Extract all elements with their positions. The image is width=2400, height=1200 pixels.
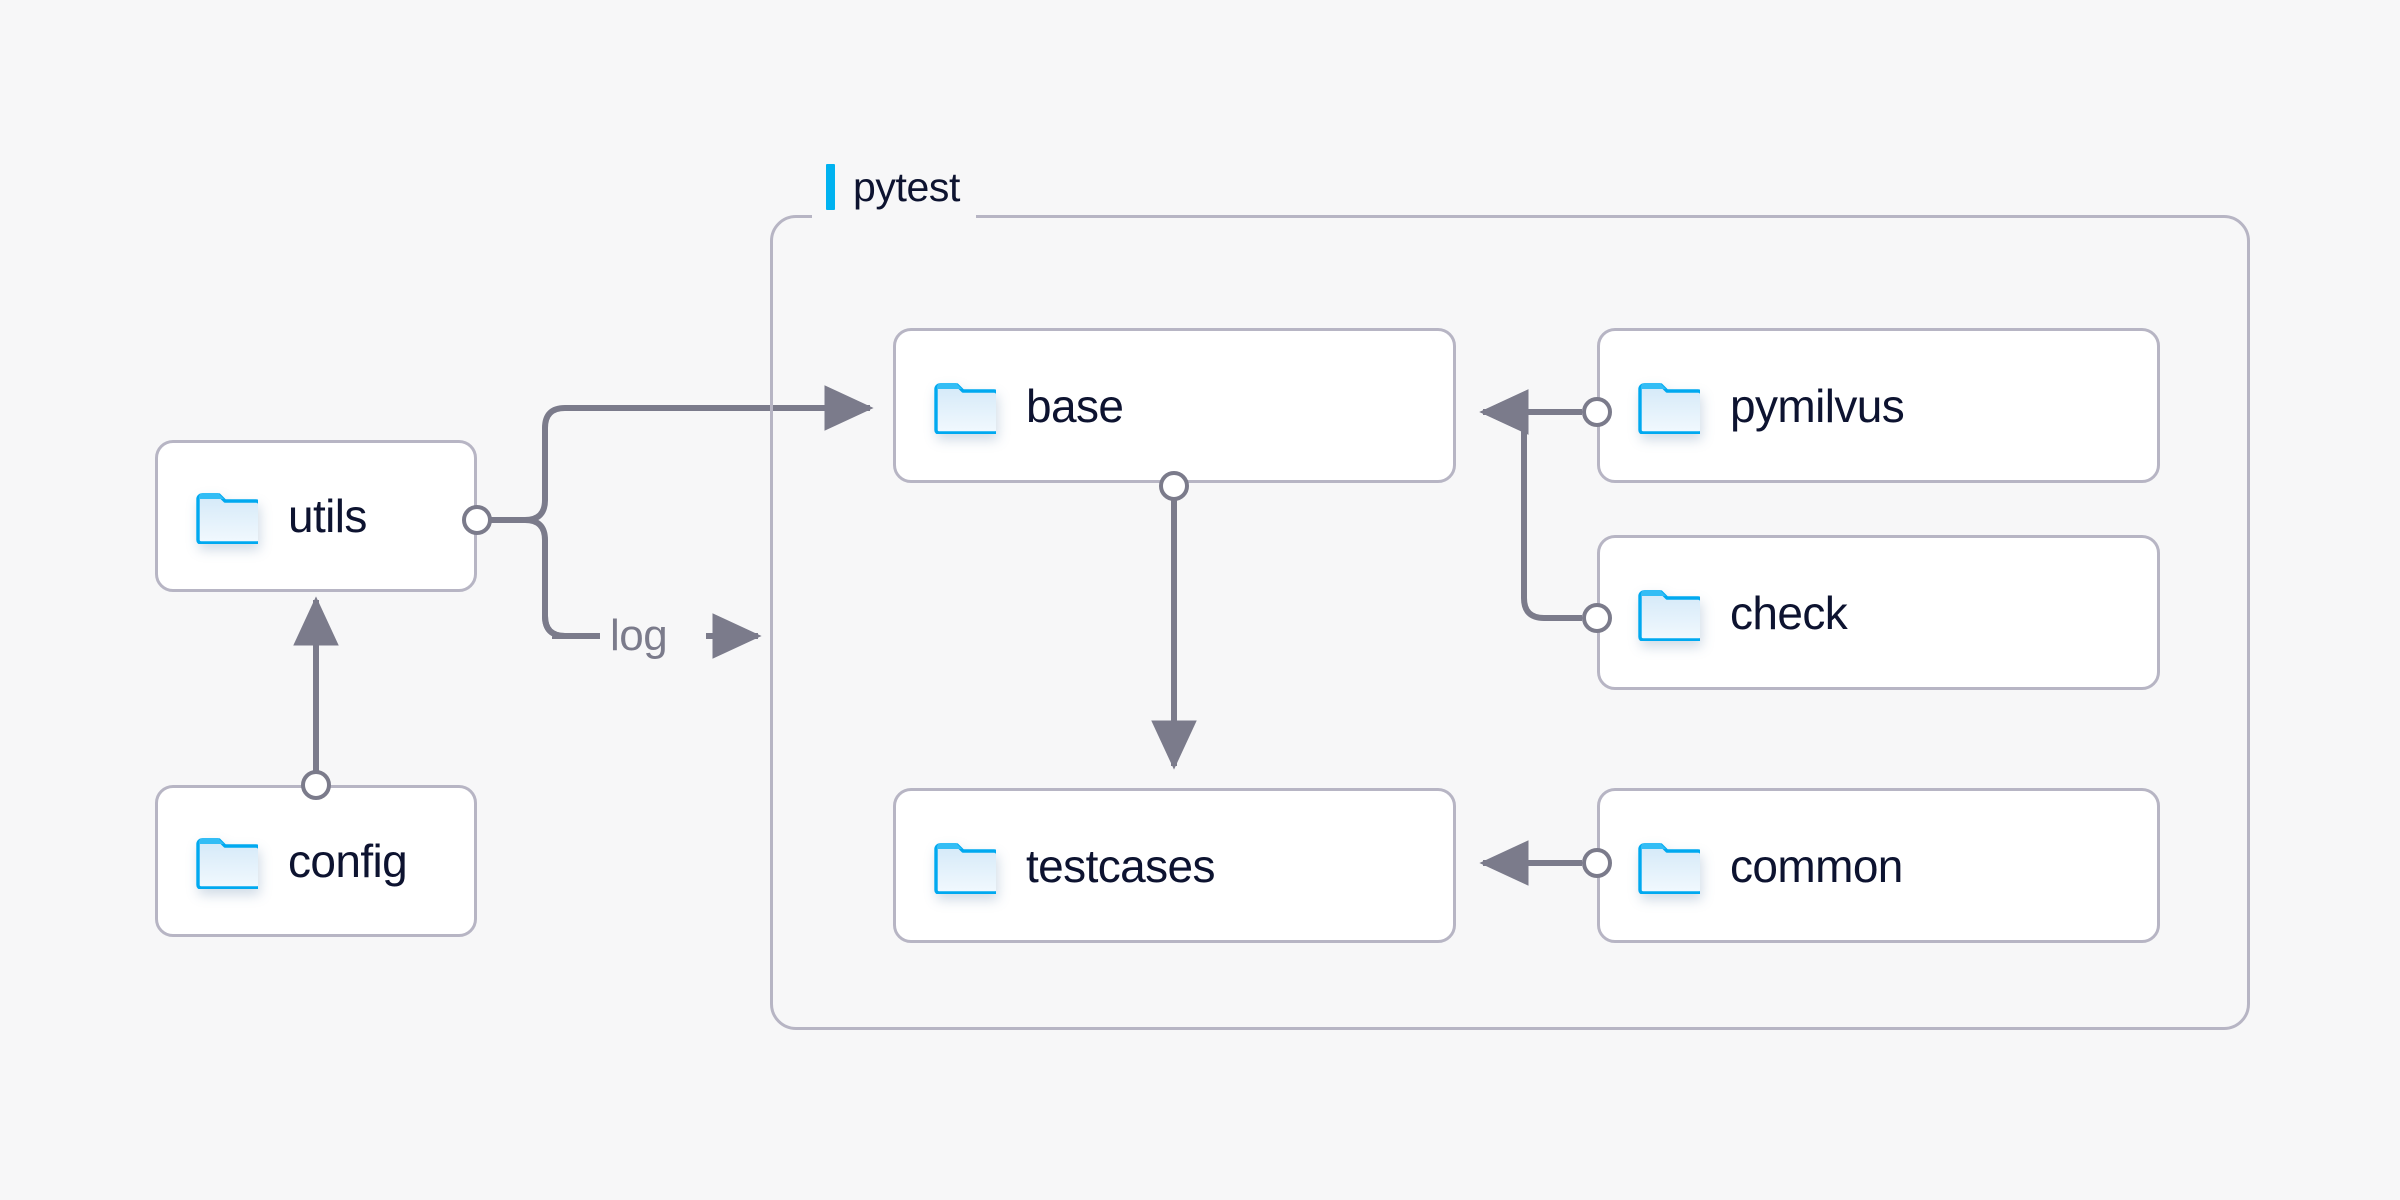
edge-label-log: log xyxy=(600,605,678,667)
port-config-top[interactable] xyxy=(301,770,331,800)
node-utils[interactable]: utils xyxy=(155,440,477,592)
node-testcases[interactable]: testcases xyxy=(893,788,1456,943)
node-label: utils xyxy=(288,490,367,542)
edge-utils-log-a xyxy=(524,517,568,639)
node-config[interactable]: config xyxy=(155,785,477,937)
node-check[interactable]: check xyxy=(1597,535,2160,690)
group-accent-bar xyxy=(826,164,835,210)
node-label: testcases xyxy=(1026,839,1216,892)
folder-icon xyxy=(1638,838,1704,895)
node-label: check xyxy=(1730,586,1848,639)
port-check-left[interactable] xyxy=(1582,603,1612,633)
node-label: pymilvus xyxy=(1730,379,1905,432)
node-pymilvus[interactable]: pymilvus xyxy=(1597,328,2160,483)
folder-icon xyxy=(934,378,1000,435)
port-common-left[interactable] xyxy=(1582,848,1612,878)
folder-icon xyxy=(1638,378,1704,435)
pytest-group-label: pytest xyxy=(812,155,976,219)
pytest-group-container[interactable] xyxy=(770,215,2250,1030)
node-label: common xyxy=(1730,839,1903,892)
node-label: config xyxy=(288,835,408,887)
node-label: base xyxy=(1026,379,1124,432)
folder-icon xyxy=(934,838,1000,895)
folder-icon xyxy=(196,833,262,890)
node-base[interactable]: base xyxy=(893,328,1456,483)
port-base-bottom[interactable] xyxy=(1159,471,1189,501)
node-common[interactable]: common xyxy=(1597,788,2160,943)
group-title-text: pytest xyxy=(853,163,960,210)
port-utils-right[interactable] xyxy=(462,505,492,535)
port-pymilvus-left[interactable] xyxy=(1582,397,1612,427)
folder-icon xyxy=(196,488,262,545)
folder-icon xyxy=(1638,585,1704,642)
